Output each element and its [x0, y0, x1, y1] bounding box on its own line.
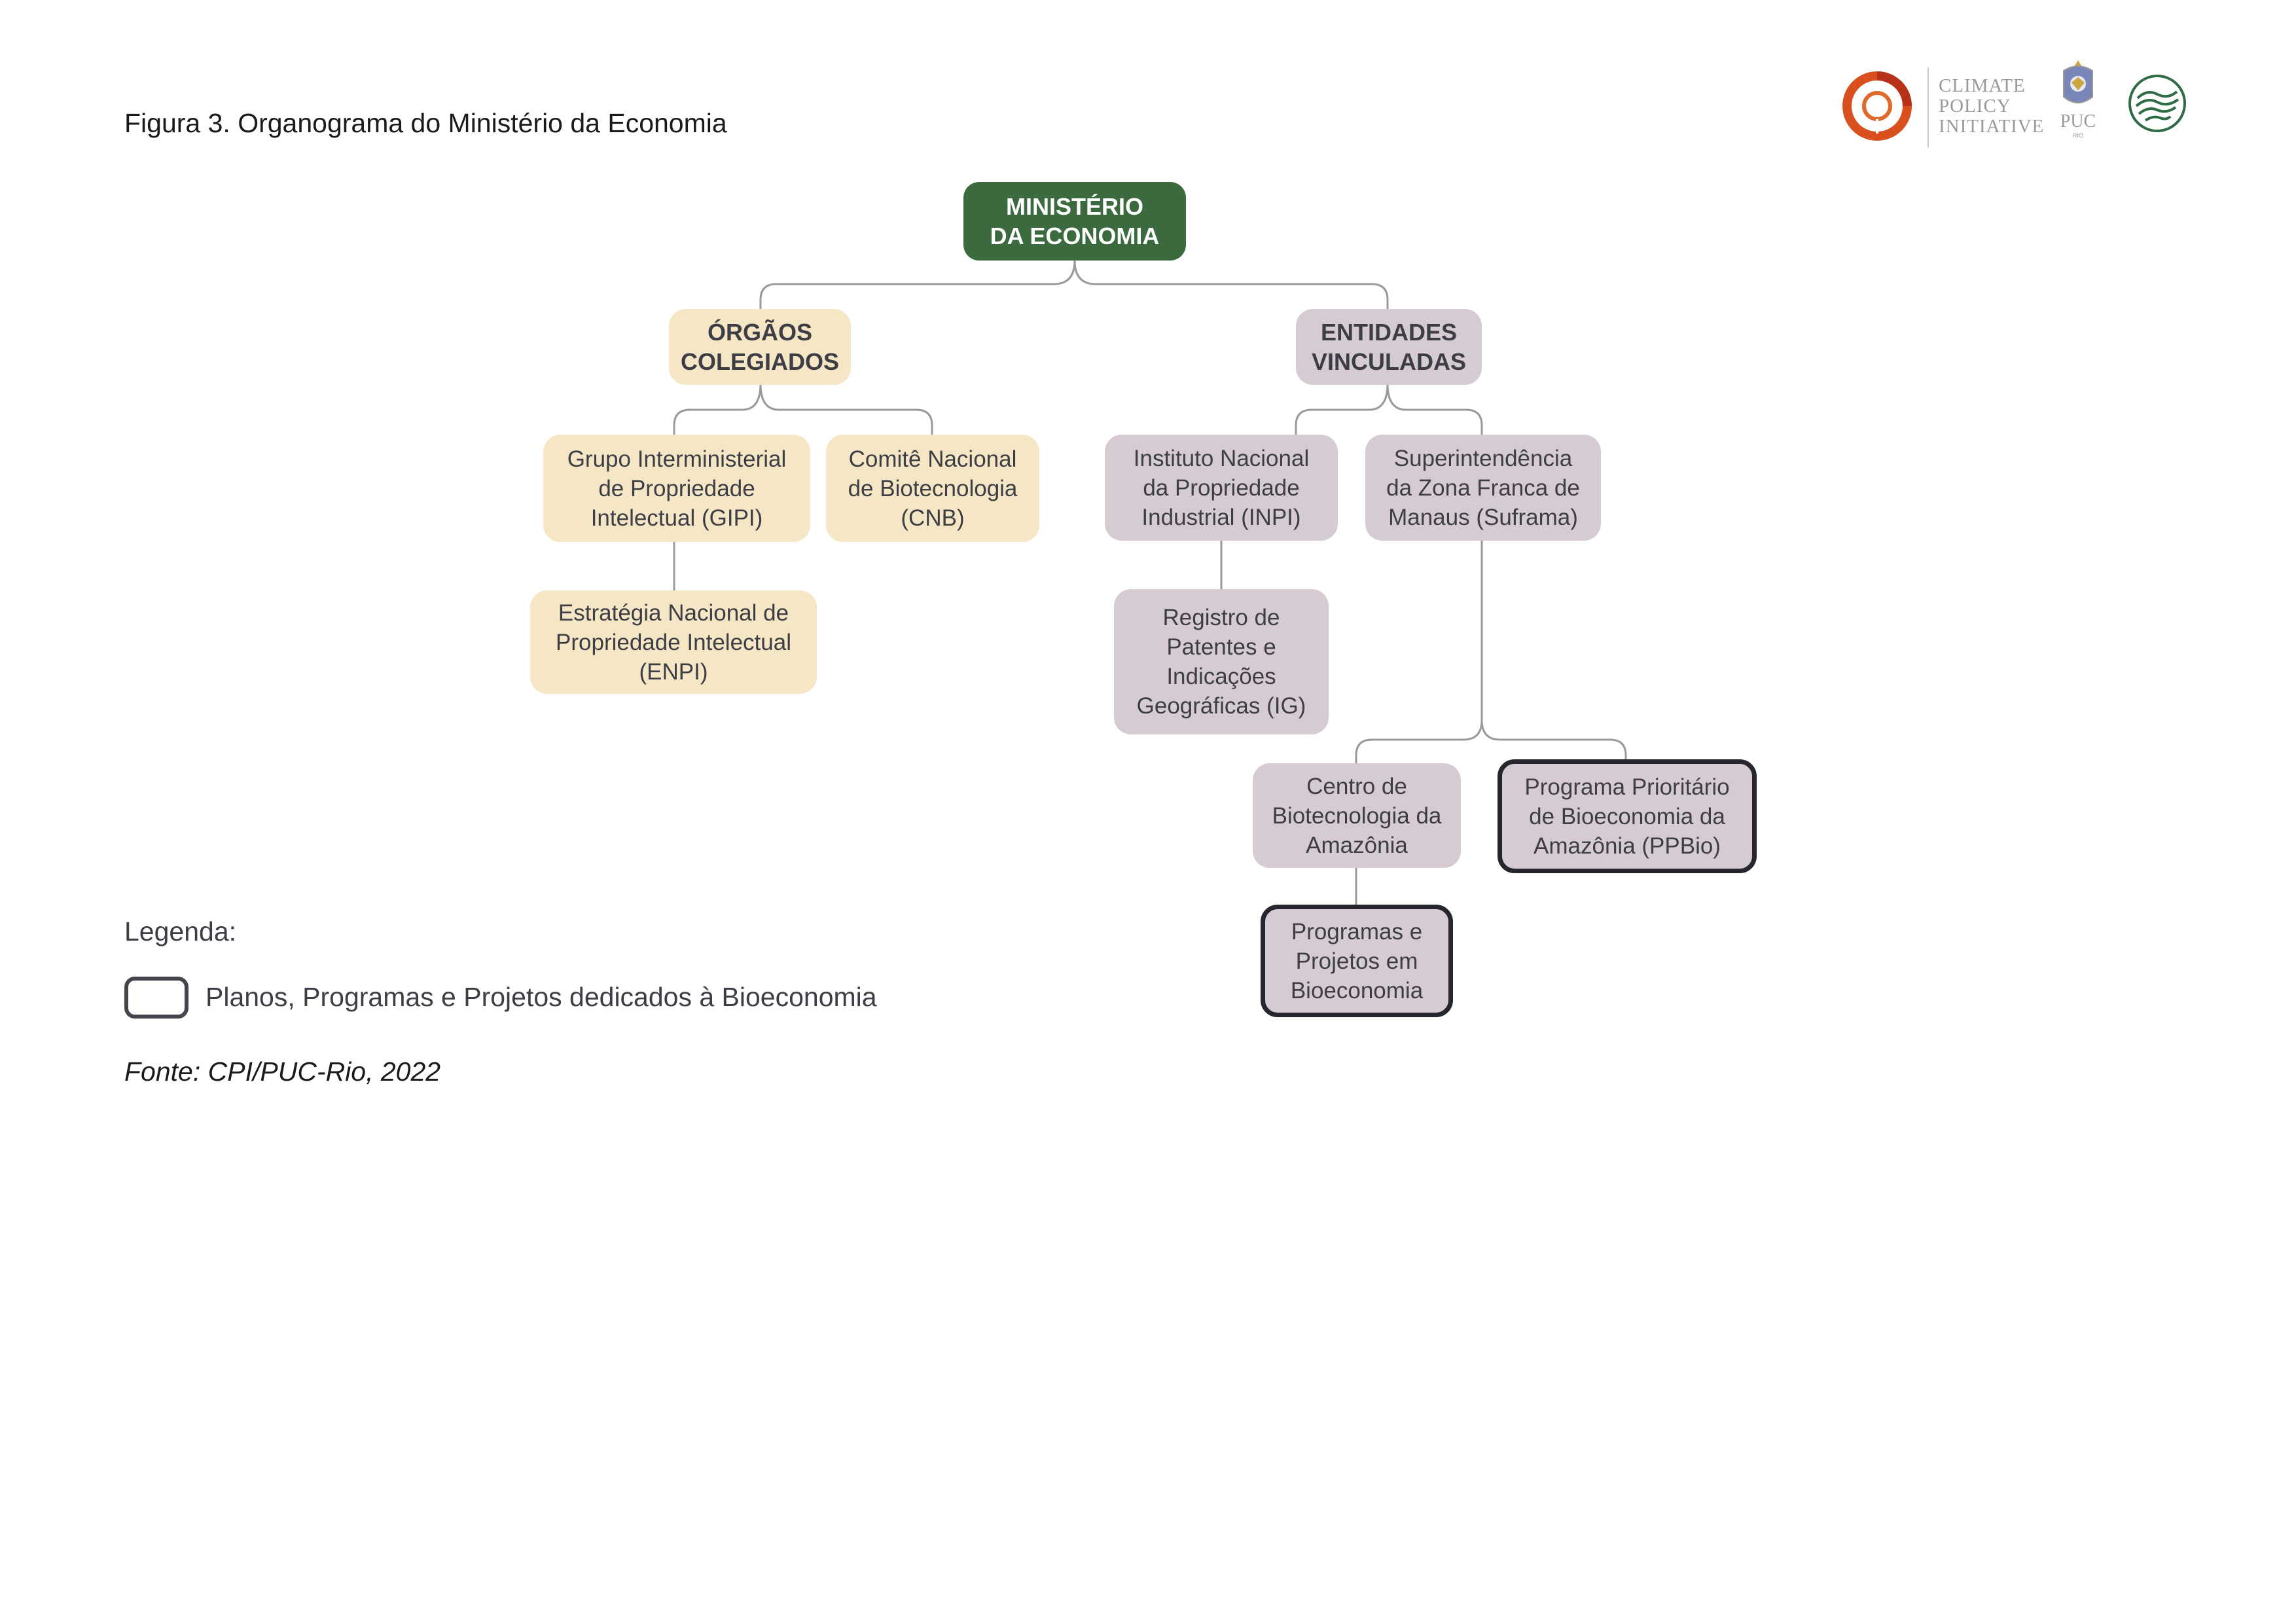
puc-rio-crest-icon: PUC RIO — [2060, 60, 2096, 139]
legend-bioeconomy-swatch — [124, 977, 188, 1019]
figure-title: Figura 3. Organograma do Ministério da E… — [124, 108, 727, 138]
legend-bioeconomy-text: Planos, Programas e Projetos dedicados à… — [206, 982, 877, 1012]
connector-root-to-orgaos — [759, 283, 1054, 309]
node-centro-biotecnologia: Centro de Biotecnologia da Amazônia — [1253, 763, 1461, 868]
cpi-ring-logo-icon — [1842, 71, 1912, 141]
node-gipi: Grupo Interministerial de Propriedade In… — [543, 435, 810, 542]
node-cnb: Comitê Nacional de Biotecnologia (CNB) — [826, 435, 1039, 542]
connector-orgaos-to-cnb — [759, 383, 933, 435]
legend-label: Legenda: — [124, 916, 237, 947]
node-inpi: Instituto Nacional da Propriedade Indust… — [1105, 435, 1338, 541]
puc-rio-text: RIO — [2073, 132, 2083, 139]
node-registro-patentes: Registro de Patentes e Indicações Geográ… — [1114, 589, 1329, 734]
node-ppbio: Programa Prioritário de Bioeconomia da A… — [1498, 759, 1757, 873]
cpi-wordmark-line3: INITIATIVE — [1939, 116, 2045, 137]
cpi-wordmark-line1: CLIMATE — [1939, 75, 2026, 96]
connector-entidades-to-suframa — [1386, 383, 1483, 435]
connector-entidades-to-inpi — [1295, 383, 1389, 435]
node-entidades-vinculadas: ENTIDADES VINCULADAS — [1296, 309, 1482, 385]
connector-suframa-to-centro — [1355, 541, 1483, 763]
cpi-wordmark: CLIMATE POLICY INITIATIVE — [1939, 76, 2044, 137]
connector-root-stem — [1053, 260, 1076, 285]
node-suframa: Superintendência da Zona Franca de Manau… — [1365, 435, 1601, 541]
node-programas-bioeconomia: Programas e Projetos em Bioeconomia — [1261, 905, 1453, 1017]
node-ministerio-economia: MINISTÉRIO DA ECONOMIA — [963, 182, 1186, 261]
logo-separator — [1928, 67, 1929, 147]
puc-text: PUC — [2060, 111, 2096, 132]
source-note: Fonte: CPI/PUC-Rio, 2022 — [124, 1056, 441, 1087]
connector-orgaos-to-gipi — [673, 383, 762, 435]
connector-suframa-to-ppbio — [1480, 719, 1627, 759]
cpi-wordmark-line2: POLICY — [1939, 96, 2011, 117]
connector-root-to-entidades — [1073, 260, 1389, 309]
node-enpi: Estratégia Nacional de Propriedade Intel… — [530, 590, 817, 694]
contour-circle-logo-icon — [2128, 75, 2186, 132]
node-orgaos-colegiados: ÓRGÃOS COLEGIADOS — [669, 309, 851, 385]
